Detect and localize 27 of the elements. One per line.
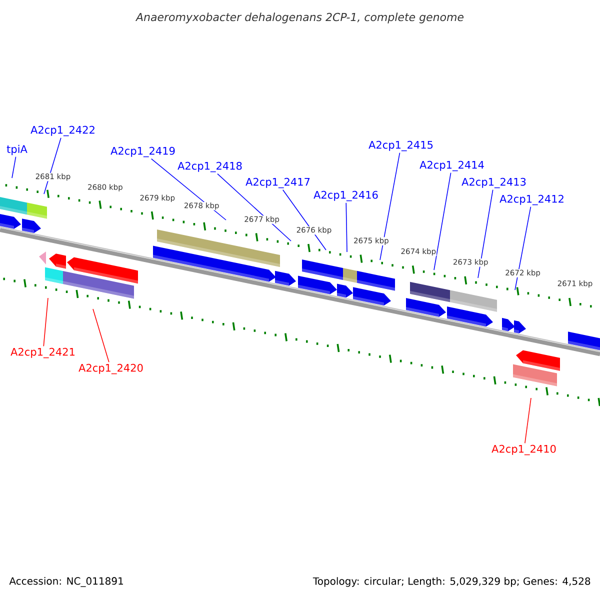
gene-label: A2cp1_2420 [78, 364, 143, 374]
leader-line [12, 156, 16, 178]
leader-line [282, 189, 326, 250]
gene-label: A2cp1_2422 [30, 126, 94, 136]
gene-label: A2cp1_2419 [110, 146, 175, 158]
leader-line [514, 206, 532, 290]
gene-label: tpiA [6, 144, 28, 156]
gene-label: A2cp1_2415 [368, 140, 433, 152]
accession-text: Accession: NC_011891 [9, 577, 123, 587]
leader-line [346, 202, 348, 252]
gene-label: A2cp1_2418 [178, 162, 242, 172]
gene-label: A2cp1_2414 [420, 160, 484, 172]
leader-line [478, 189, 494, 278]
gene-label: A2cp1_2413 [462, 178, 526, 188]
gene-label: A2cp1_2416 [314, 190, 378, 202]
leader-line [43, 298, 48, 347]
gene-label: A2cp1_2421 [10, 348, 74, 358]
topology-text: Topology: circular; Length: 5,029,329 bp; Genes: 4,528 [312, 577, 590, 587]
leader-line [524, 398, 532, 444]
leader-line [434, 172, 452, 270]
leader-line [92, 308, 110, 363]
leader-line [217, 173, 292, 242]
gene-label: A2cp1_2412 [500, 194, 564, 206]
gene-label: A2cp1_2417 [246, 178, 310, 188]
gene-label: A2cp1_2410 [492, 444, 556, 456]
leader-line [380, 152, 400, 260]
title: Anaeromyxobacter dehalogenans 2CP-1, complete genome [135, 12, 464, 24]
